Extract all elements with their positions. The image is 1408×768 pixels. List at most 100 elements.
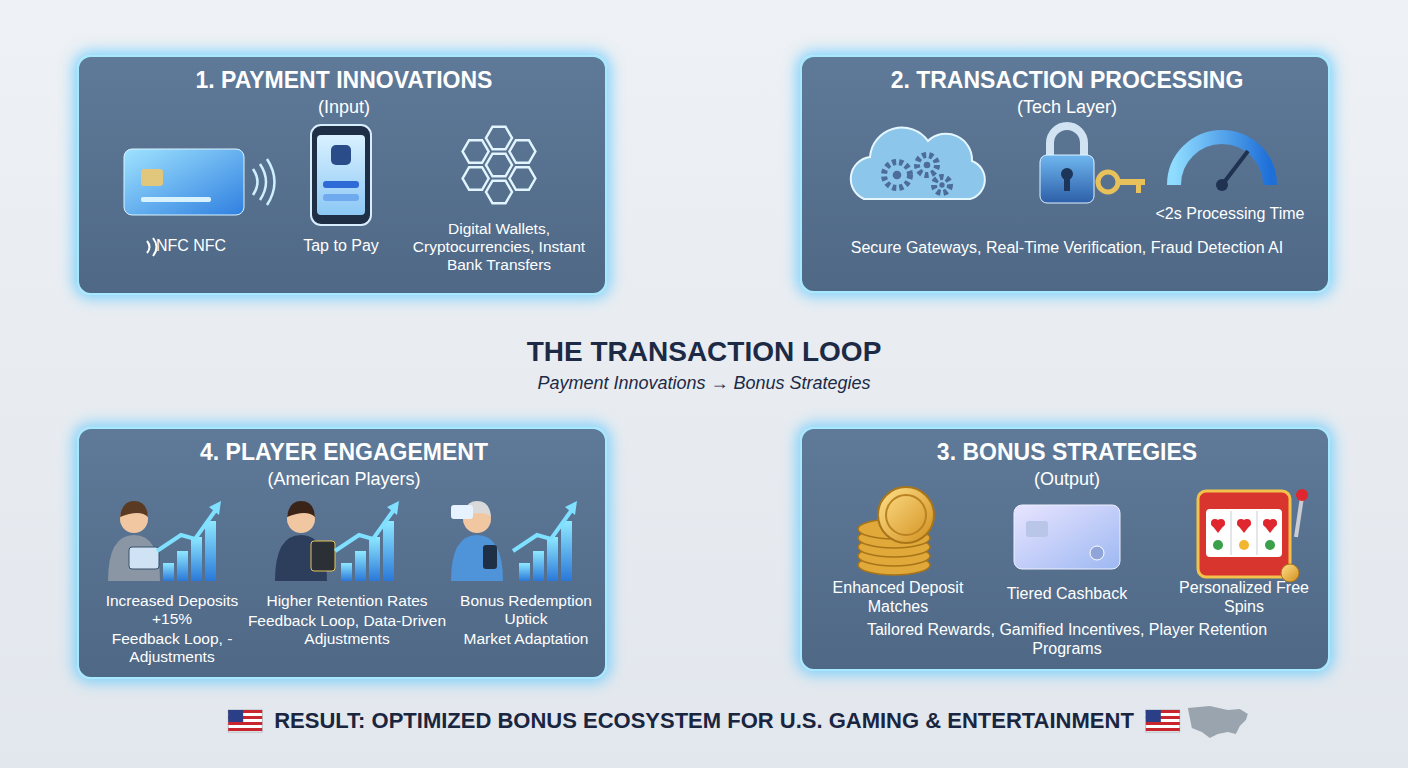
gear-hub xyxy=(893,171,902,180)
reel-heart xyxy=(1211,524,1225,533)
slot-lever xyxy=(1296,497,1302,537)
panel-heading: 2. TRANSACTION PROCESSING xyxy=(817,67,1317,94)
metric-note: Feedback Loop, Data-Driven Adjustments xyxy=(247,612,447,648)
coin xyxy=(878,487,934,543)
slot-lever-ball xyxy=(1296,489,1308,501)
phone-small xyxy=(483,545,497,569)
metric-note: Feedback Loop, - Adjustments xyxy=(102,630,242,666)
phone-button xyxy=(323,194,359,201)
gear xyxy=(917,155,937,175)
phone-button xyxy=(323,181,359,188)
gear-hub xyxy=(939,182,944,187)
trend-arrow xyxy=(209,501,221,515)
person-hair xyxy=(287,501,315,517)
flow-arrow xyxy=(613,588,774,604)
network-hexagon xyxy=(486,127,512,150)
panel-subtitle: (American Players) xyxy=(194,469,494,490)
person-hair xyxy=(120,501,148,517)
trend-line xyxy=(335,511,393,551)
reel-divider xyxy=(1257,511,1258,555)
gauge-needle xyxy=(1222,151,1248,185)
slot-machine xyxy=(1198,491,1290,577)
cashback-card xyxy=(1014,505,1120,569)
trend-arrow xyxy=(387,501,399,515)
metric-note: Market Adaptation xyxy=(446,630,606,648)
panel-heading: 1. PAYMENT INNOVATIONS xyxy=(94,67,594,94)
gear-hub xyxy=(924,162,931,169)
icon-label: Digital Wallets, Cryptocurrencies, Insta… xyxy=(399,220,599,274)
keyhole xyxy=(1064,177,1070,191)
us-flag xyxy=(1146,710,1180,732)
reel-heart xyxy=(1263,524,1277,533)
slot-window xyxy=(1206,509,1282,557)
diagram-caption: Payment Innovations → Bonus Strategies xyxy=(537,373,870,394)
us-flag xyxy=(228,710,262,732)
bar xyxy=(369,537,380,581)
lock-shackle xyxy=(1050,126,1084,157)
nfc-wave xyxy=(267,159,275,205)
bar xyxy=(383,521,394,581)
person-body xyxy=(451,535,503,581)
result-banner: RESULT: OPTIMIZED BONUS ECOSYSTEM FOR U.… xyxy=(274,708,1134,734)
reel-symbol xyxy=(1265,540,1275,550)
bar xyxy=(561,521,572,581)
panel-box: 3. BONUS STRATEGIES (Output) Enhanced Depo… xyxy=(800,427,1330,671)
bar xyxy=(533,551,544,581)
card-logo xyxy=(1090,546,1104,560)
panel-subtitle: (Input) xyxy=(194,97,494,118)
coin-rim xyxy=(886,495,926,535)
speech-bubble xyxy=(451,505,473,519)
nfc-symbol xyxy=(147,238,157,256)
metric-label: Increased Deposits +15% xyxy=(92,592,252,628)
reel-symbol xyxy=(1213,540,1223,550)
network-hexagon xyxy=(463,167,489,190)
app-icon xyxy=(331,145,351,165)
panel-box: 4. PLAYER ENGAGEMENT (American Players) In… xyxy=(77,427,607,679)
panel-subtitle: (Tech Layer) xyxy=(917,97,1217,118)
icon-label: Tap to Pay xyxy=(276,237,406,256)
card-icon xyxy=(124,149,244,215)
panel-heading: 3. BONUS STRATEGIES xyxy=(817,439,1317,466)
metric-label: Bonus Redemption Uptick xyxy=(446,592,606,628)
key-icon xyxy=(1117,179,1145,185)
card-reader xyxy=(311,541,335,571)
bar xyxy=(205,521,216,581)
reel-divider xyxy=(1231,511,1232,555)
network-hexagon xyxy=(509,167,535,190)
panel-body: Tailored Rewards, Gamified Incentives, P… xyxy=(832,621,1302,658)
icon-label: Tiered Cashback xyxy=(992,585,1142,604)
key-icon xyxy=(1098,172,1118,192)
network-hexagon xyxy=(486,154,512,177)
panel-heading: 4. PLAYER ENGAGEMENT xyxy=(94,439,594,466)
bar xyxy=(191,537,202,581)
gear xyxy=(884,162,910,188)
card-chip xyxy=(1026,521,1048,537)
us-map xyxy=(1188,706,1248,738)
card-stripe xyxy=(141,197,211,202)
bar xyxy=(519,563,530,581)
trend-line xyxy=(157,511,215,551)
bar xyxy=(177,551,188,581)
bar xyxy=(547,537,558,581)
trend-line xyxy=(513,511,571,551)
gauge-label: <2s Processing Time xyxy=(1140,205,1320,224)
reel-symbol xyxy=(1239,540,1249,550)
person-body xyxy=(108,535,160,581)
reel-heart xyxy=(1237,524,1251,533)
panel-subtitle: (Output) xyxy=(917,469,1217,490)
network-hexagon xyxy=(509,140,535,163)
phone-screen xyxy=(317,135,365,215)
network-hexagon xyxy=(486,181,512,204)
panel-body: Secure Gateways, Real-Time Verification,… xyxy=(837,239,1297,258)
metric-label: Higher Retention Rates xyxy=(247,592,447,610)
network-hexagon xyxy=(463,140,489,163)
icon-label: Personalized Free Spins xyxy=(1164,579,1324,616)
tablet xyxy=(129,547,159,569)
phone-icon xyxy=(311,125,371,225)
trend-arrow xyxy=(565,501,577,515)
panel-box: 1. PAYMENT INNOVATIONS(Input)NFC NFCTap … xyxy=(77,55,607,295)
gauge-hub xyxy=(1216,179,1228,191)
bar xyxy=(341,563,352,581)
icon-label: Enhanced Deposit Matches xyxy=(818,579,978,616)
bar xyxy=(163,563,174,581)
